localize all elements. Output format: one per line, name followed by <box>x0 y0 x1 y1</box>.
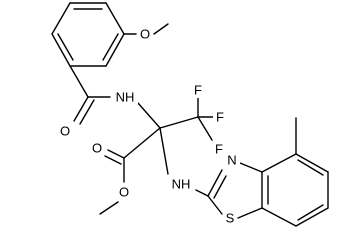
thiazole-bond <box>239 162 263 173</box>
c-f-bond <box>197 116 213 141</box>
ring-b-bond <box>295 207 329 227</box>
thiazole-sulfur-label: S <box>226 211 235 226</box>
ring-b-inner-bond <box>297 204 324 221</box>
fluorine-label: F <box>215 142 223 157</box>
o-methyl-bond <box>99 201 119 215</box>
ester-double-bond <box>107 149 125 159</box>
methoxy-oxygen-label: O <box>140 27 150 42</box>
ester-carbonyl-oxygen-label: O <box>92 141 102 156</box>
c-ester-bond <box>123 127 161 159</box>
thiazole-bond <box>207 169 223 197</box>
carbonyl-double-bond <box>79 99 95 125</box>
o-methyl-bond <box>153 23 169 35</box>
ring-a-inner-bond <box>57 33 74 61</box>
amide-oxygen-label: O <box>60 124 70 139</box>
ring-carbonyl-bond <box>69 65 89 98</box>
thiazole-nitrogen-label: N <box>227 153 236 168</box>
ring-a-bond <box>105 2 125 35</box>
ring-a-bond <box>105 33 125 67</box>
fluorine-label: F <box>194 83 202 98</box>
ring-b-bond <box>261 153 297 173</box>
ring-a-bond <box>51 2 71 35</box>
atom-labels: O O NH F F F O O NH N S <box>58 26 240 226</box>
ring-a-bond <box>51 33 71 67</box>
c-nh-bond <box>159 127 169 175</box>
fluorine-label: F <box>216 110 224 125</box>
thiazole-bond <box>237 207 263 219</box>
ring-b-bond <box>295 153 329 173</box>
nh-c2-bond <box>195 189 209 197</box>
bonds <box>51 2 329 227</box>
c-cf3-bond <box>159 116 199 129</box>
carbonyl-double-bond <box>73 96 89 122</box>
amide-nh-label: NH <box>116 90 135 105</box>
thiazole-inner-bond <box>213 175 227 199</box>
thiazole-bond <box>207 195 223 215</box>
ring-a-inner-bond <box>102 33 119 61</box>
ring-b-inner-bond <box>297 159 324 176</box>
n-quaternary-bond <box>137 102 161 129</box>
ester-oxygen-label: O <box>119 185 129 200</box>
ring-b-bond <box>261 207 297 227</box>
amine-nh-label: NH <box>172 177 191 192</box>
ester-double-bond <box>104 155 122 165</box>
